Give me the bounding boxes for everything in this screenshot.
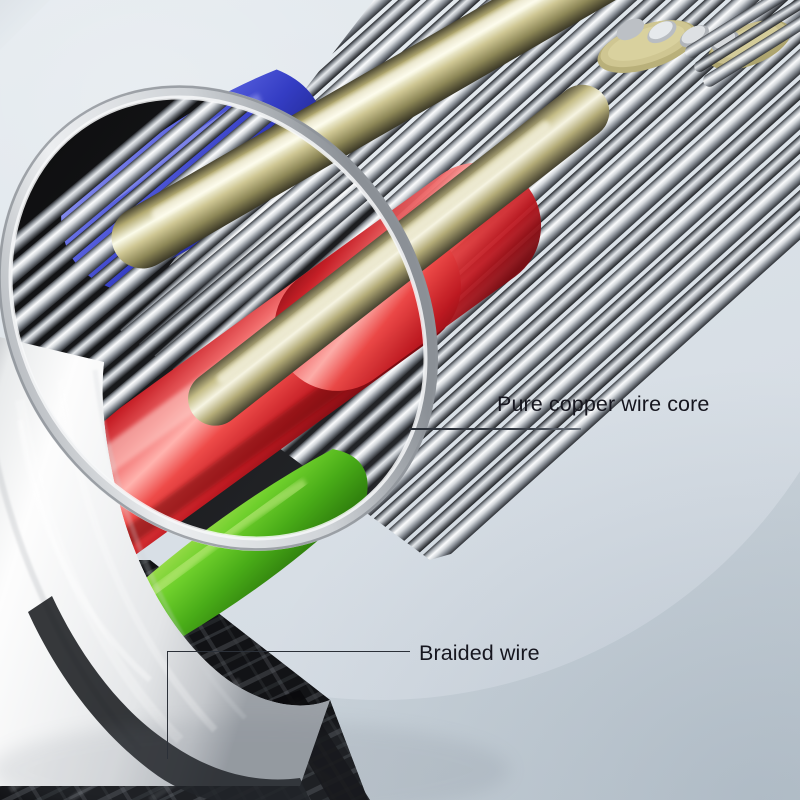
callout-leader-braided-vertical — [167, 651, 169, 759]
callout-leader-copper-core — [409, 428, 581, 430]
callout-label-braided-wire: Braided wire — [419, 641, 540, 665]
callout-label-copper-core: Pure copper wire core — [497, 392, 710, 416]
connector-mouth-lip — [17, 419, 152, 683]
callout-leader-braided-horizontal — [168, 651, 410, 653]
gold-copper-wires — [111, 0, 791, 426]
